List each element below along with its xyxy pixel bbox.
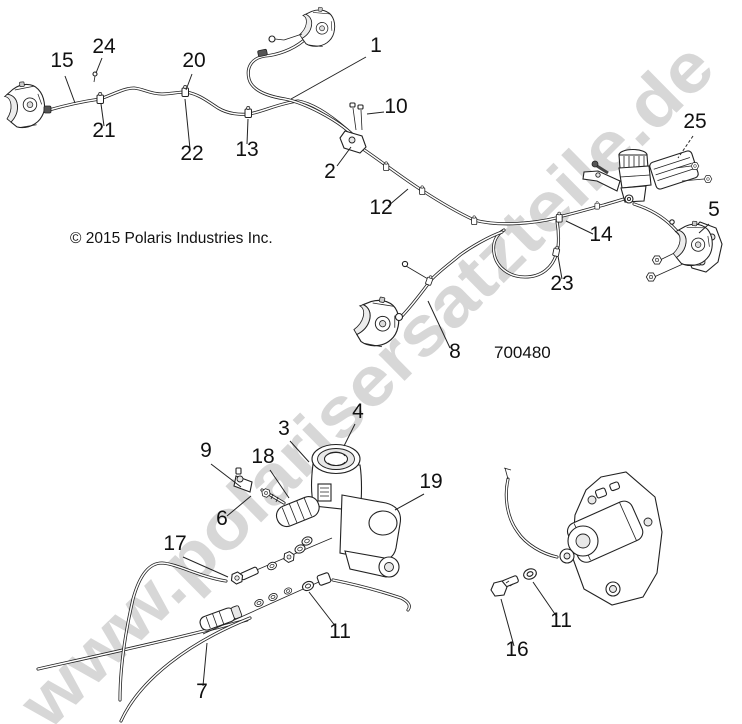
rear-master-cylinder [199,443,402,631]
clip-12b [419,185,426,196]
caliper-5-bolts [645,255,663,282]
callout-21: 21 [92,119,115,142]
bracket-25-screws [675,162,713,183]
leader-13 [246,118,249,145]
outlet-hose [331,578,411,612]
caliper-bolt-top [268,33,303,43]
banjo-fitting-8 [394,312,404,322]
leader-24 [95,57,103,74]
leader-23 [557,255,563,280]
elbow-fitting [316,572,332,586]
leader-3 [289,440,310,463]
leader-9 [210,463,242,488]
banjo-bolt-17 [228,566,259,586]
clamp-13 [244,105,252,118]
leader-21 [100,103,105,127]
bracket-25 [649,150,699,190]
callout-22: 22 [180,142,203,165]
leader-4 [343,423,356,447]
line-to-caliper-8 [398,230,504,320]
callout-2: 2 [324,160,336,183]
front-right-caliper [297,4,339,50]
leader-20 [185,73,193,91]
leader-16 [500,598,515,647]
callout-7: 7 [196,680,208,703]
callout-4: 4 [352,400,364,423]
leader-6 [226,495,252,517]
callout-12: 12 [369,196,392,219]
leader-19 [394,493,425,511]
clamp-21 [96,91,104,104]
part-number: 700480 [494,343,551,362]
callout-13: 13 [235,138,258,161]
callout-25: 25 [683,110,706,133]
rear-supply-hose [503,467,559,559]
callout-10: 10 [384,95,407,118]
leader-22 [184,98,191,150]
callout-19: 19 [419,470,442,493]
leader-14 [565,220,594,235]
line-to-master-cylinder [556,196,629,219]
loop-line [492,219,561,279]
banjo-bolt-16 [490,575,519,597]
leader-2 [336,146,352,167]
leader-25 [677,135,694,159]
callout-5: 5 [708,198,720,221]
hose-fitting-7 [199,605,243,631]
callout-17: 17 [163,532,186,555]
leader-11-left [308,591,337,628]
leader-15 [64,75,76,104]
main-line-12 [361,147,558,226]
rear-brake-unit [490,471,663,606]
front-left-caliper [2,79,48,130]
leader-18 [269,469,290,499]
clip-12c [471,215,478,226]
line-clip-ring [669,219,675,225]
leader-12 [387,188,409,207]
callout-3: 3 [278,417,290,440]
leader-17 [182,556,229,578]
callout-20: 20 [182,49,205,72]
hose-crimp-fitting [43,105,52,114]
leader-11-right [532,581,558,618]
leader-1 [290,56,367,100]
callout-16: 16 [505,638,528,661]
leader-7 [202,642,208,687]
callout-15: 15 [50,49,73,72]
callout-18: 18 [251,445,274,468]
long-brake-pipe [36,561,252,723]
callout-labels: 1 2 3 4 5 6 7 8 9 10 11 11 12 13 14 15 1… [50,34,720,703]
callout-14: 14 [589,223,613,246]
leader-lines [64,56,710,687]
bolt-8 [401,260,429,280]
washer-11-right [523,568,537,580]
junction-block-2 [339,102,367,154]
callout-24: 24 [92,35,116,58]
leader-5 [698,223,710,234]
washer-11-left [300,579,316,593]
callout-6: 6 [216,507,228,530]
callout-1: 1 [370,34,382,57]
copyright-text: © 2015 Polaris Industries Inc. [70,230,273,247]
callout-23: 23 [550,272,573,295]
callout-9: 9 [200,439,212,462]
callout-11-left: 11 [329,620,351,643]
leader-10 [366,111,385,115]
bolt-24 [92,71,98,83]
front-right-upper-brake-line [246,39,355,137]
callout-11-right: 11 [550,609,572,632]
hose-crimp-fitting-2 [257,48,268,57]
leader-8 [427,300,451,349]
front-master-cylinder [582,148,652,204]
callout-8: 8 [449,340,461,363]
